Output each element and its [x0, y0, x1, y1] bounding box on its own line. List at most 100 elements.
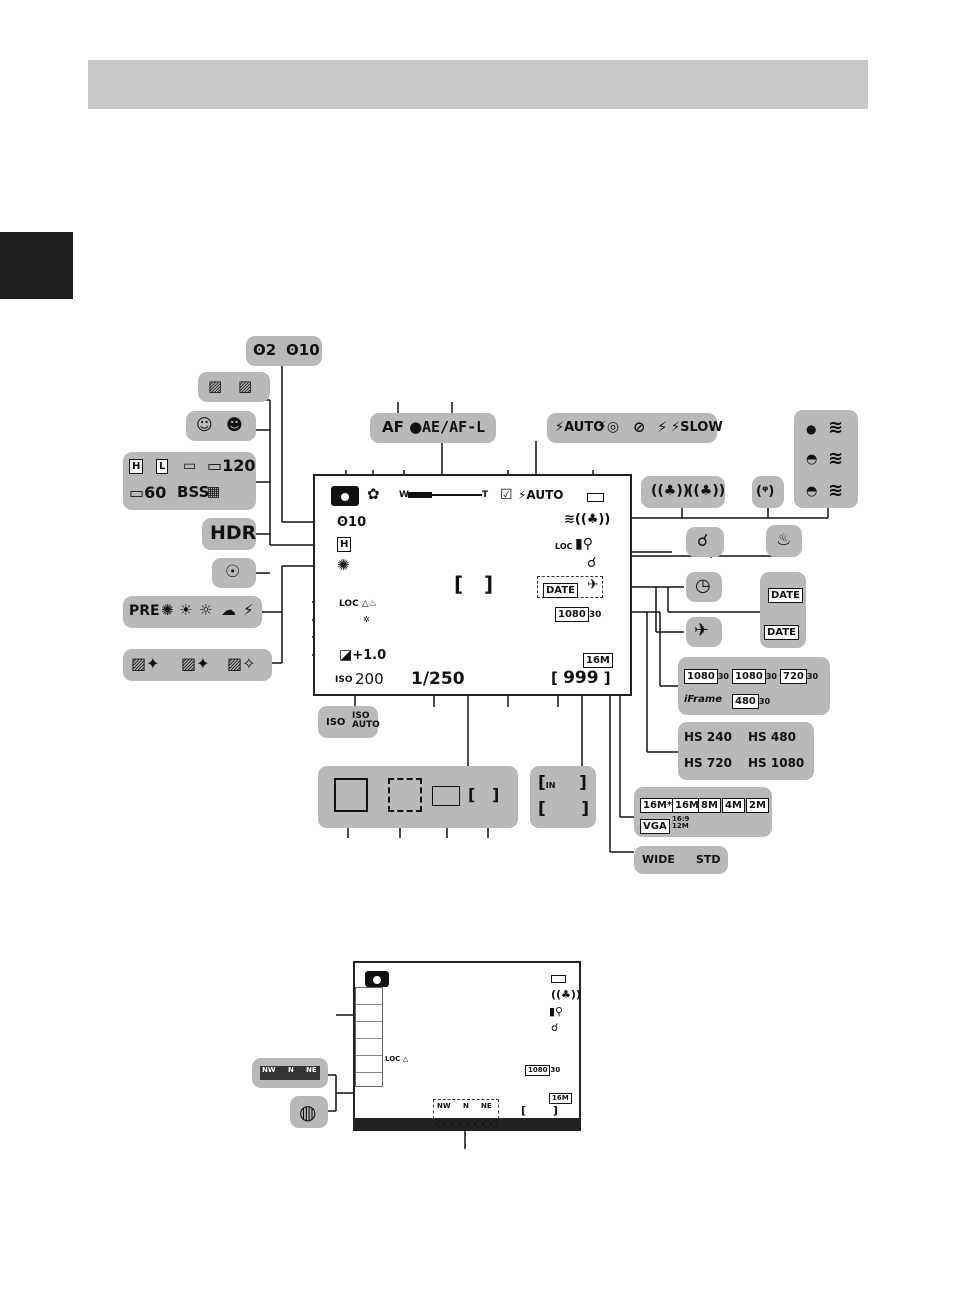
cont-h-icon: H: [129, 459, 144, 474]
wifi-weak-icon: ◓: [806, 484, 818, 499]
hs-1080-icon: HS 1080: [748, 756, 805, 770]
compass-vr-icon: ((♣)): [551, 988, 581, 1001]
dir-ne-label: NE: [306, 1066, 317, 1074]
wb-daylight-icon: ✺: [161, 601, 174, 619]
zoom-t-label: T: [482, 490, 489, 500]
wb-preset-icon: PRE: [129, 603, 160, 619]
location-icon: LOC △♨: [339, 599, 377, 609]
frame-scene-icon: ▨: [238, 377, 253, 395]
compass-loc-icon: LOC △: [385, 1055, 409, 1063]
pano-wide-icon: WIDE: [642, 853, 675, 866]
self-timer-2-icon: ʘ2: [253, 341, 277, 359]
effect-c-icon: ▨✧: [227, 654, 256, 673]
flash-off-icon: ⊘: [633, 418, 646, 436]
wb-cloudy-icon: ☁: [221, 601, 236, 619]
shutter-speed: 1/250: [411, 669, 465, 689]
internal-memory-icon: [IN ]: [538, 773, 587, 793]
ae-af-lock-icon: AE/AF-L: [422, 418, 486, 436]
multi-shot-icon: ▦: [207, 484, 221, 500]
frames-remaining: [ 999 ]: [551, 668, 611, 688]
compass-dial-icon: ◍: [299, 1100, 317, 1124]
loc-indicator: LOC: [555, 542, 573, 551]
flash-status-icon: ⚡AUTO: [518, 488, 564, 502]
direction-strip: [260, 1066, 320, 1080]
date-icon: DATE: [768, 585, 803, 603]
gps-indicator-icon: ▮⚲: [575, 536, 593, 552]
self-timer-box: ʘ2 ʘ10: [246, 336, 322, 366]
compass-nw-label: NW: [437, 1102, 451, 1110]
flash-fill-icon: ⚡: [657, 418, 668, 436]
pet-portrait-icon: ☉: [225, 562, 241, 582]
compass-size-icon: 16M: [549, 1087, 572, 1104]
compass-bottom-strip: [355, 1118, 579, 1129]
cont-60-icon: ▭60: [129, 483, 167, 502]
compass-gps-icon: ▮⚲: [549, 1005, 564, 1018]
cont-indicator-icon: H: [337, 537, 352, 552]
zoom-bar: [408, 494, 482, 496]
effects-box: ▨✦ ▨✦ ▨✧: [123, 649, 272, 681]
wb-incandescent-icon: ☀: [179, 601, 193, 619]
self-timer-10-icon: ʘ10: [286, 341, 320, 359]
face-smile-box: ☺ ☻: [186, 411, 256, 441]
flash-auto-icon: ⚡AUTO: [555, 420, 605, 435]
compass-circles: ○○○○○○○○: [436, 1119, 499, 1130]
hs-movie-box: HS 240 HS 480 HS 720 HS 1080: [678, 722, 814, 780]
section-side-tab: [0, 232, 73, 299]
vr-hybrid-icon: ((♣)): [687, 483, 726, 499]
vr-box: ((♣)) ((♣)): [641, 476, 725, 508]
date-imprint-box: DATE DATE: [760, 572, 806, 648]
flash-slow-icon: ⚡SLOW: [671, 420, 723, 435]
card-memory-icon: [ ]: [538, 799, 590, 819]
pano-std-icon: STD: [696, 853, 721, 866]
image-size-indicator: 16M: [583, 650, 613, 668]
iso-box: ISO ISO AUTO: [318, 706, 380, 738]
compass-frames-icon: [ ]: [521, 1104, 558, 1117]
page-header-bar: [88, 60, 868, 109]
compass-box-small: ♨: [766, 525, 802, 557]
compass-log-icon: ☌: [551, 1021, 559, 1034]
compass-battery-icon: [551, 975, 566, 983]
hs-480-icon: HS 480: [748, 730, 796, 744]
iso-value: 200: [355, 670, 384, 688]
dir-n-label: N: [288, 1066, 294, 1074]
log-indicator-icon: ☌: [587, 555, 597, 571]
focus-face-icon: [334, 778, 368, 812]
image-size-box: 16M* 16M 8M 4M 2M VGA 16:9 12M: [634, 787, 772, 837]
dir-nw-label: NW: [262, 1066, 276, 1074]
cont-buffer-icon: ▭: [183, 458, 197, 474]
vr-indicator-icon: ≋((♣)): [564, 512, 611, 527]
af-indicator-icon: AF ●: [382, 418, 423, 436]
macro-icon: ✿: [367, 485, 380, 503]
travel-box: ✈: [686, 617, 722, 647]
frame-auto-icon: ▨: [208, 377, 223, 395]
iso-icon: ISO: [326, 717, 346, 728]
altitude-icon: ✲: [363, 615, 370, 624]
monitor-screen: ✿ W T ☑ ⚡AUTO ʘ10 ≋((♣)) H LOC ▮⚲ ✺ ☌ [ …: [313, 474, 632, 696]
wifi-warning-icon: ≋: [828, 448, 844, 469]
focus-frame-center: [ ]: [454, 572, 494, 596]
iso-auto-icon: ISO AUTO: [352, 711, 380, 730]
wifi-status-box: ● ≋ ◓ ≋ ◓ ≋: [794, 410, 858, 508]
compass-dial-box: ◍: [290, 1096, 328, 1128]
iframe-icon: iFrame: [684, 694, 723, 705]
pet-box: ☉: [212, 558, 256, 588]
shooting-mode-icon: [331, 486, 359, 506]
flash-mode-box: ⚡AUTO ⚡◎ ⊘ ⚡ ⚡SLOW: [547, 413, 723, 443]
gps-box: ☌: [686, 527, 724, 557]
focus-bracket-icon: [ ]: [468, 785, 500, 804]
zoom-w-label: W: [399, 490, 409, 500]
date-time-icon: DATE: [764, 622, 799, 640]
eyefi-icon: (ᵠ): [756, 484, 775, 499]
focus-area-box: [ ]: [318, 766, 518, 828]
compass-direction-box: NW N NE: [252, 1058, 328, 1088]
exposure-icon: ◪+1.0: [339, 647, 387, 663]
picture-control-icon: ☑: [500, 487, 513, 503]
hs-240-icon: HS 240: [684, 730, 732, 744]
battery-icon: [587, 493, 604, 502]
